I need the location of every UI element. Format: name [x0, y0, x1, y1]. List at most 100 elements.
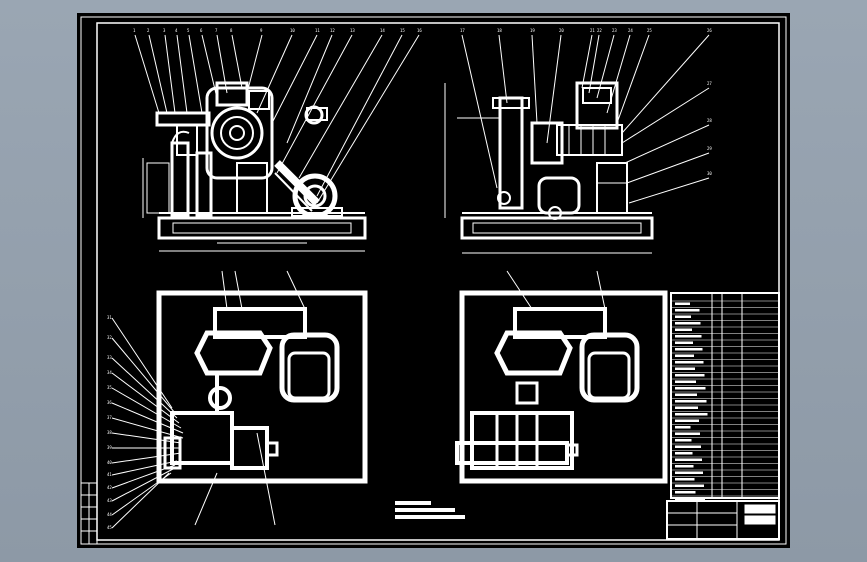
- parts-row-text: [675, 400, 707, 403]
- callout-label: 14: [380, 28, 385, 33]
- front-view: [142, 81, 367, 252]
- parts-row-text: [675, 374, 705, 377]
- column: [170, 141, 190, 217]
- callout-label: 2: [147, 28, 150, 33]
- callout-label: 18: [497, 28, 502, 33]
- callout-label: 19: [530, 28, 535, 33]
- title-block: [666, 500, 780, 540]
- leader-line: [596, 34, 615, 99]
- leader-line: [231, 34, 243, 89]
- leader-line: [581, 34, 593, 89]
- parts-row-text: [675, 458, 702, 461]
- side-view: [444, 81, 654, 254]
- leader-line: [111, 337, 176, 414]
- leader-line: [626, 152, 710, 184]
- leader-line: [111, 452, 182, 464]
- parts-row-text: [675, 484, 704, 487]
- parts-row-text: [675, 380, 696, 383]
- callout-label: 26: [707, 28, 712, 33]
- leader-line: [616, 34, 650, 124]
- parts-row-text: [675, 387, 706, 390]
- inner-frame: [96, 22, 780, 541]
- parts-row-text: [675, 367, 695, 370]
- leader-line: [164, 34, 176, 114]
- callout-label: 43: [107, 498, 112, 503]
- leader-line: [271, 34, 318, 124]
- parts-row-text: [675, 341, 693, 344]
- outlet-pipe: [215, 81, 249, 107]
- parts-row-text: [675, 393, 697, 396]
- callout-label: 41: [107, 472, 112, 477]
- control-box: [575, 81, 619, 130]
- plan-view-right: [455, 290, 668, 484]
- callout-label: 36: [107, 400, 112, 405]
- leader-line: [588, 34, 600, 94]
- leader-line: [606, 34, 631, 114]
- motor-body: [537, 176, 581, 215]
- tank-outline: [194, 330, 273, 376]
- leader-line: [531, 34, 538, 124]
- leader-line: [134, 34, 160, 114]
- callout-label: 7: [215, 28, 218, 33]
- leader-line: [111, 357, 178, 419]
- gauge: [304, 105, 324, 125]
- leader-line: [111, 468, 174, 502]
- callout-label: 45: [107, 525, 112, 530]
- callout-label: 3: [163, 28, 166, 33]
- callout-label: 11: [315, 28, 320, 33]
- callout-label: 37: [107, 415, 112, 420]
- callout-label: 10: [290, 28, 295, 33]
- parts-row-text: [675, 452, 693, 455]
- parts-row-text: [675, 471, 703, 474]
- parts-row-text: [675, 491, 696, 494]
- callout-label: 24: [628, 28, 633, 33]
- parts-row-text: [675, 309, 700, 312]
- callout-label: 15: [400, 28, 405, 33]
- parts-row-text: [675, 348, 703, 351]
- callout-label: 40: [107, 460, 112, 465]
- cad-drawing: 1234567891011121314151617181920212223242…: [80, 16, 787, 545]
- leader-line: [111, 317, 173, 409]
- leader-line: [234, 270, 243, 310]
- leader-line: [621, 34, 710, 134]
- callout-label: 34: [107, 370, 112, 375]
- plan-frame-2: [459, 290, 668, 484]
- callout-label: 31: [107, 315, 112, 320]
- leader-line: [111, 387, 182, 429]
- leader-line: [506, 270, 533, 310]
- callout-label: 16: [417, 28, 422, 33]
- callout-label: 6: [200, 28, 203, 33]
- leader-line: [316, 34, 403, 197]
- callout-label: 42: [107, 485, 112, 490]
- gearbox: [530, 121, 564, 165]
- leader-line: [546, 34, 562, 144]
- parts-row-text: [675, 445, 701, 448]
- callout-label: 4: [175, 28, 178, 33]
- callout-label: 32: [107, 335, 112, 340]
- leader-line: [256, 34, 293, 114]
- callout-label: 13: [350, 28, 355, 33]
- callout-label: 33: [107, 355, 112, 360]
- parts-list: [670, 292, 780, 500]
- leader-line: [221, 270, 228, 310]
- parts-row-text: [675, 478, 695, 481]
- callout-label: 9: [260, 28, 263, 33]
- callout-label: 35: [107, 385, 112, 390]
- callout-label: 28: [707, 118, 712, 123]
- leader-line: [111, 402, 184, 434]
- leader-line: [316, 34, 420, 204]
- callout-label: 25: [647, 28, 652, 33]
- callout-label: 21: [590, 28, 595, 33]
- parts-row-text: [675, 419, 699, 422]
- revision-strip: [80, 482, 98, 545]
- plan-view-left: [156, 290, 368, 484]
- leader-line: [246, 34, 263, 94]
- callout-label: 8: [230, 28, 233, 33]
- leader-line: [194, 472, 218, 526]
- callout-label: 30: [707, 171, 712, 176]
- base-plate: [157, 216, 367, 240]
- callout-label: 22: [597, 28, 602, 33]
- plan-frame: [156, 290, 368, 484]
